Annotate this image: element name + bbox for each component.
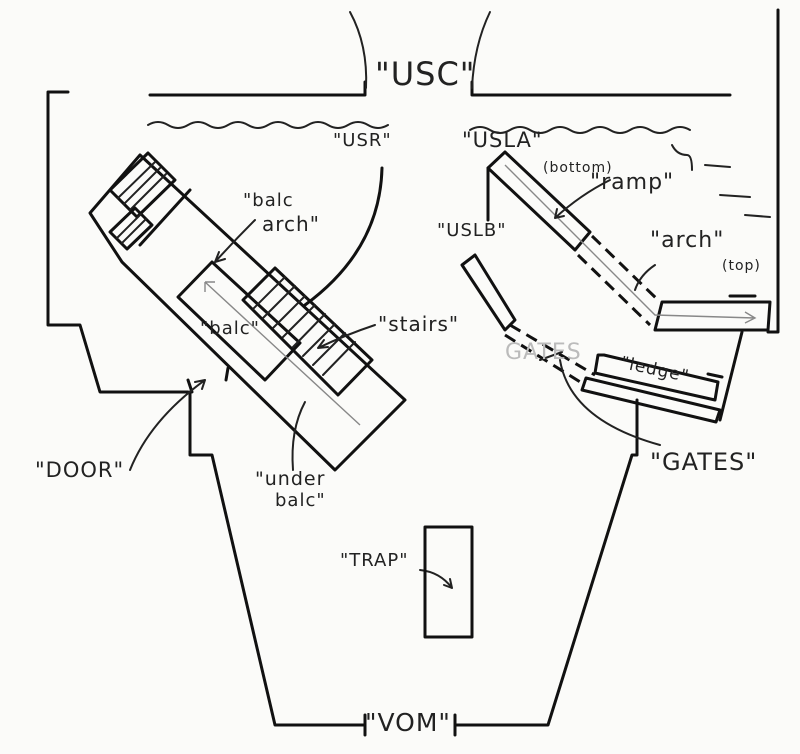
stairs-hatch [252,276,356,376]
usla-ramp [486,150,592,252]
ramp-dashed-upper [590,234,660,302]
upstage-wall-right [470,80,732,97]
uslb-piece [460,253,517,332]
right-angled-wall [718,330,744,422]
label-uslb: "USLB" [437,220,507,241]
house-right-wall [453,398,639,737]
gates-arrow [539,351,661,446]
under-balc-arrow [291,401,306,471]
left-wall [46,90,190,394]
label-bottom: (bottom) [543,160,613,176]
label-balc: "balc" [200,318,260,339]
label-vom: "VOM" [365,708,451,737]
upstage-wall-left [148,80,367,97]
label-stairs: "stairs" [378,312,460,336]
right-wall [766,8,780,334]
balc-arrow [204,281,361,426]
top-platform [653,300,772,332]
lower-bar [580,376,722,424]
right-squiggle [671,144,771,218]
usr-curve [303,166,384,307]
trap-door [423,525,474,639]
label-gates-faint: GATES [505,340,582,365]
trap-arrow [419,569,453,589]
label-ramp: "ramp" [590,170,675,195]
label-top: (top) [722,258,761,274]
lower-small-stairs [108,206,154,251]
arch-arrow [634,264,656,291]
curtain-line-right [469,126,691,134]
balc-arch-arrow [214,219,256,263]
ledge-marker [706,372,724,379]
house-left-wall [188,390,367,737]
ramp-dashed-lower [576,253,652,327]
upper-stairs [108,151,177,219]
ledge-platform [593,353,720,402]
label-arch: "arch" [650,228,725,253]
label-under-balc-line1: "under [255,468,326,490]
label-balc-arch-line2: arch" [262,212,320,236]
label-usc: "USC" [375,55,476,93]
label-usr: "USR" [333,130,392,151]
door-arrow [129,379,206,471]
label-under-balc-line2: balc" [275,490,326,511]
ramp-pointer [554,179,611,219]
balc-platform [176,260,302,382]
curtain-line-left [147,121,389,129]
lower-small-stairs-hatch [116,213,147,244]
label-balc-arch-line1: "balc [243,190,294,211]
label-gates: "GATES" [650,448,758,476]
label-trap: "TRAP" [340,550,409,571]
balcony-divider [138,188,192,247]
balcony-block [88,153,407,472]
usc-curve-right [471,11,491,89]
stairs-block [241,266,374,397]
label-usla: "USLA" [462,128,543,152]
usc-curve-left [349,11,368,89]
gates-dashed [504,323,596,387]
upper-stairs-hatch [117,161,167,211]
stairs-arrow [317,324,376,349]
label-door: "DOOR" [35,458,125,482]
